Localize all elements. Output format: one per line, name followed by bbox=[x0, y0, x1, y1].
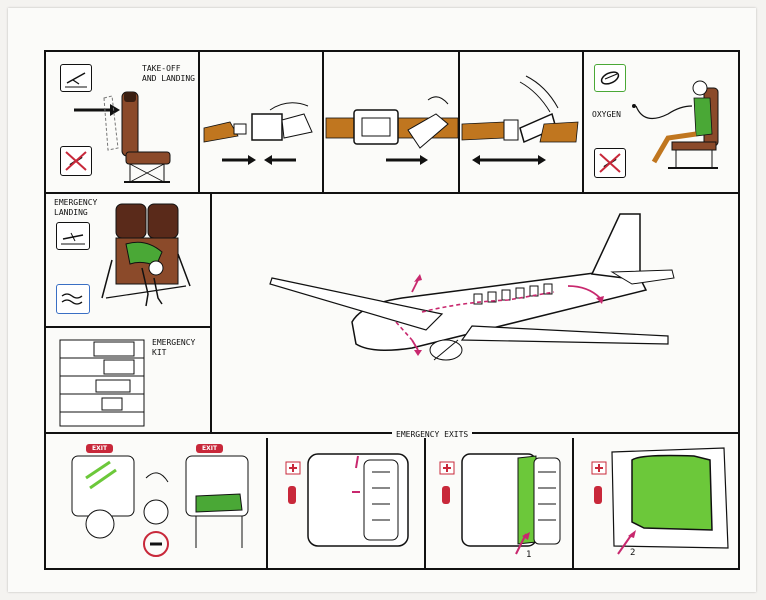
water-ditching-icon bbox=[61, 293, 83, 305]
step-number: 2 bbox=[630, 548, 636, 558]
airplane-icon bbox=[61, 232, 85, 245]
panel-buckle-step-1 bbox=[200, 52, 324, 194]
panel-buckle-step-3 bbox=[460, 52, 584, 194]
buckle-tighten-illustration bbox=[325, 96, 458, 165]
fasten-seatbelt-sign bbox=[60, 64, 92, 92]
exit-sign: EXIT bbox=[196, 444, 224, 453]
no-smoking-icon bbox=[65, 151, 87, 171]
label-oxygen: OXYGEN bbox=[592, 110, 621, 119]
panel-aircraft-exits bbox=[212, 194, 738, 434]
aircraft-exit-diagram bbox=[269, 213, 675, 361]
oxygen-passenger-illustration bbox=[632, 80, 719, 169]
no-smoking-sign bbox=[594, 148, 626, 178]
no-smoking-sign bbox=[60, 146, 92, 176]
label-emergency-exits: EMERGENCY EXITS bbox=[392, 430, 473, 440]
buckle-insert-illustration bbox=[203, 102, 313, 165]
panel-takeoff-landing: TAKE-OFF AND LANDING bbox=[46, 52, 200, 194]
brace-position-illustration bbox=[101, 203, 191, 307]
safety-card: TAKE-OFF AND LANDING bbox=[8, 8, 756, 592]
buckle-release-illustration bbox=[461, 75, 579, 165]
brace-sign bbox=[56, 222, 90, 250]
panel-emergency-landing: EMERGENCY LANDING bbox=[46, 194, 212, 328]
no-smoking-icon bbox=[599, 153, 621, 173]
fire-extinguisher-icon bbox=[288, 486, 296, 504]
panel-oxygen: OXYGEN bbox=[584, 52, 738, 194]
card-frame: TAKE-OFF AND LANDING bbox=[44, 50, 740, 570]
panel-exit-door-2: 1 bbox=[426, 438, 574, 568]
panel-buckle-step-2 bbox=[324, 52, 460, 194]
panel-emergency-kit: EMERGENCY KIT bbox=[46, 328, 212, 434]
door-opening-illustration bbox=[439, 453, 561, 555]
door-closed-illustration bbox=[285, 453, 409, 547]
ditching-sign bbox=[56, 284, 90, 314]
panel-exit-door-1 bbox=[268, 438, 426, 568]
fire-extinguisher-icon bbox=[442, 486, 450, 504]
door-open-illustration bbox=[591, 447, 729, 555]
oxygen-sign bbox=[594, 64, 626, 92]
exit-sign: EXIT bbox=[86, 444, 114, 453]
oxygen-mask-icon bbox=[600, 71, 620, 85]
seat-upright-illustration bbox=[74, 91, 171, 183]
panel-exit-door-3: 2 bbox=[574, 438, 738, 568]
label-emergency-landing: EMERGENCY LANDING bbox=[54, 198, 98, 217]
step-number: 1 bbox=[526, 550, 532, 560]
fire-extinguisher-icon bbox=[594, 486, 602, 504]
panel-exit-window: EXIT EXIT bbox=[46, 438, 268, 568]
airplane-icon bbox=[65, 72, 87, 88]
window-exit-illustration bbox=[71, 455, 249, 557]
label-emergency-kit: EMERGENCY KIT bbox=[152, 338, 196, 357]
label-takeoff-landing: TAKE-OFF AND LANDING bbox=[142, 64, 195, 83]
emergency-kit-illustration bbox=[59, 339, 145, 427]
